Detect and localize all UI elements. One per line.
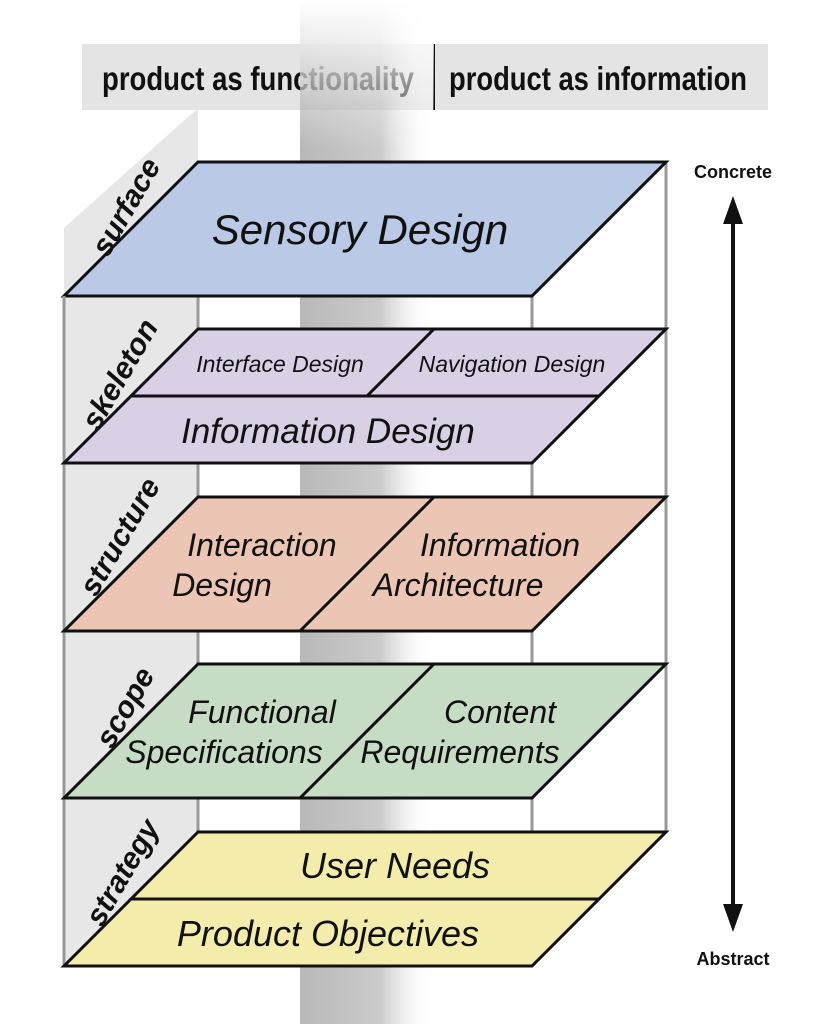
axis-abstract-label: Abstract [696, 949, 769, 969]
label-specifications: Specifications [125, 734, 322, 770]
plane-surface: Sensory Design [60, 160, 670, 298]
label-navigation-design: Navigation Design [419, 351, 606, 377]
label-content: Content [444, 694, 557, 730]
plane-skeleton: Interface Design Navigation Design Infor… [60, 327, 670, 465]
plane-strategy: User Needs Product Objectives [60, 830, 670, 968]
label-functional: Functional [188, 694, 337, 730]
header-right-label: product as information [449, 60, 747, 97]
plane-structure: Interaction Design Information Architect… [60, 495, 670, 633]
label-interface-design: Interface Design [196, 351, 363, 377]
label-user-needs: User Needs [300, 845, 490, 886]
label-information: Information [420, 527, 580, 563]
label-information-design: Information Design [181, 412, 475, 451]
label-sensory-design: Sensory Design [212, 206, 508, 253]
label-interaction: Interaction [187, 527, 336, 563]
axis-arrow-up [723, 196, 743, 224]
plane-scope: Functional Specifications Content Requir… [60, 662, 670, 800]
label-requirements: Requirements [360, 734, 559, 770]
label-design: Design [172, 567, 272, 603]
axis-concrete-label: Concrete [694, 162, 772, 182]
label-architecture: Architecture [371, 567, 544, 603]
axis-arrow-down [723, 904, 743, 932]
label-product-objectives: Product Objectives [177, 913, 479, 954]
